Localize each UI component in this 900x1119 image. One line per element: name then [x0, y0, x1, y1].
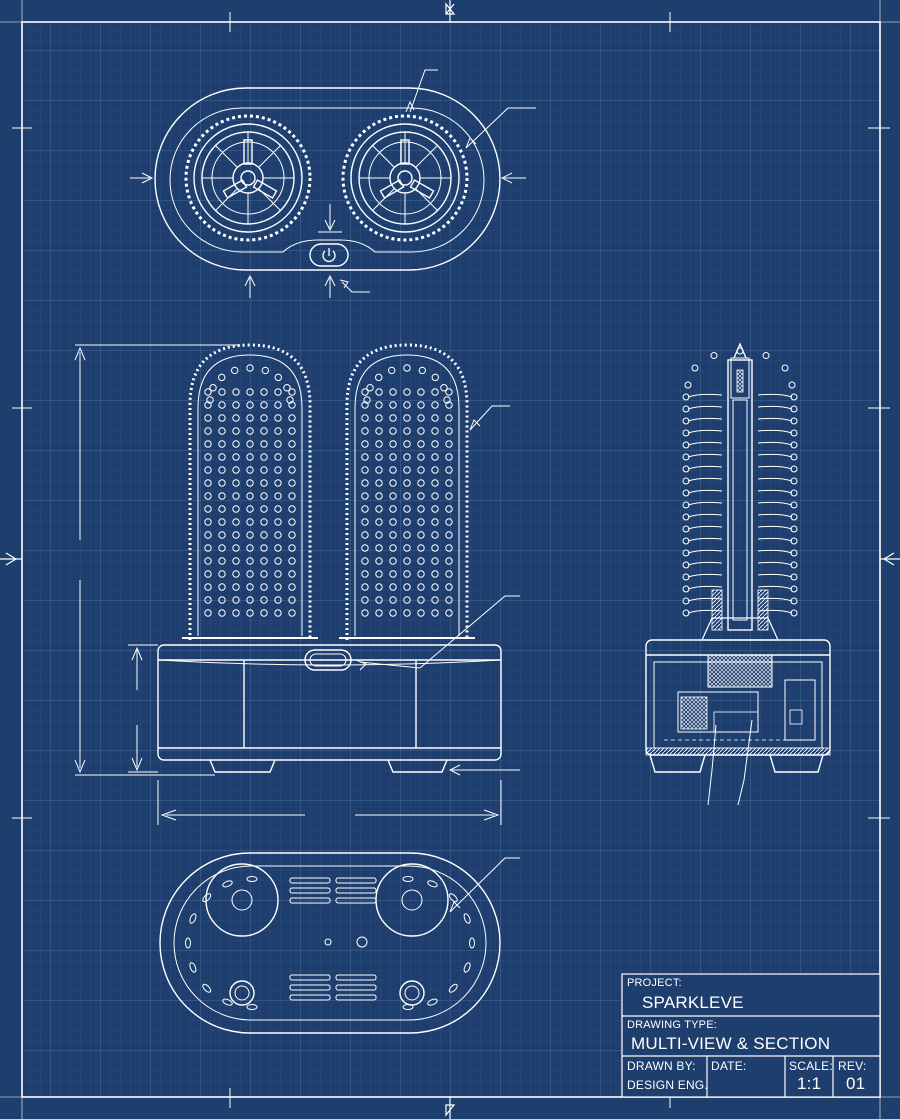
- top-brush-head-right: [341, 114, 469, 242]
- rev-label: REV:: [838, 1059, 867, 1073]
- top-view: [130, 69, 536, 298]
- project-label: PROJECT:: [627, 977, 682, 989]
- front-brush-head-left: [182, 343, 318, 640]
- scale-label: SCALE:: [789, 1059, 833, 1073]
- front-view: [74, 343, 520, 825]
- title-block: [621, 973, 881, 1098]
- drawing-type-label: DRAWING TYPE:: [627, 1019, 717, 1031]
- scale-value: 1:1: [797, 1074, 822, 1093]
- section-view: [645, 342, 831, 806]
- perforation-holes: [185, 876, 475, 1010]
- front-brush-head-right: [339, 343, 475, 640]
- drawn-by-label: DRAWN BY:: [627, 1059, 696, 1073]
- section-bristles: [682, 347, 798, 617]
- drawing-type-value: MULTI-VIEW & SECTION: [631, 1034, 831, 1053]
- top-brush-head-left: [184, 114, 312, 242]
- bristle-dots-right: [361, 364, 453, 617]
- project-value: SPARKLEVE: [642, 993, 744, 1012]
- date-label: DATE:: [711, 1059, 747, 1073]
- rev-value: 01: [846, 1074, 866, 1093]
- power-icon: [309, 243, 349, 267]
- bottom-view: [159, 852, 520, 1034]
- drawn-by-value: DESIGN ENG.: [627, 1078, 708, 1092]
- bristle-dots-left: [204, 364, 296, 617]
